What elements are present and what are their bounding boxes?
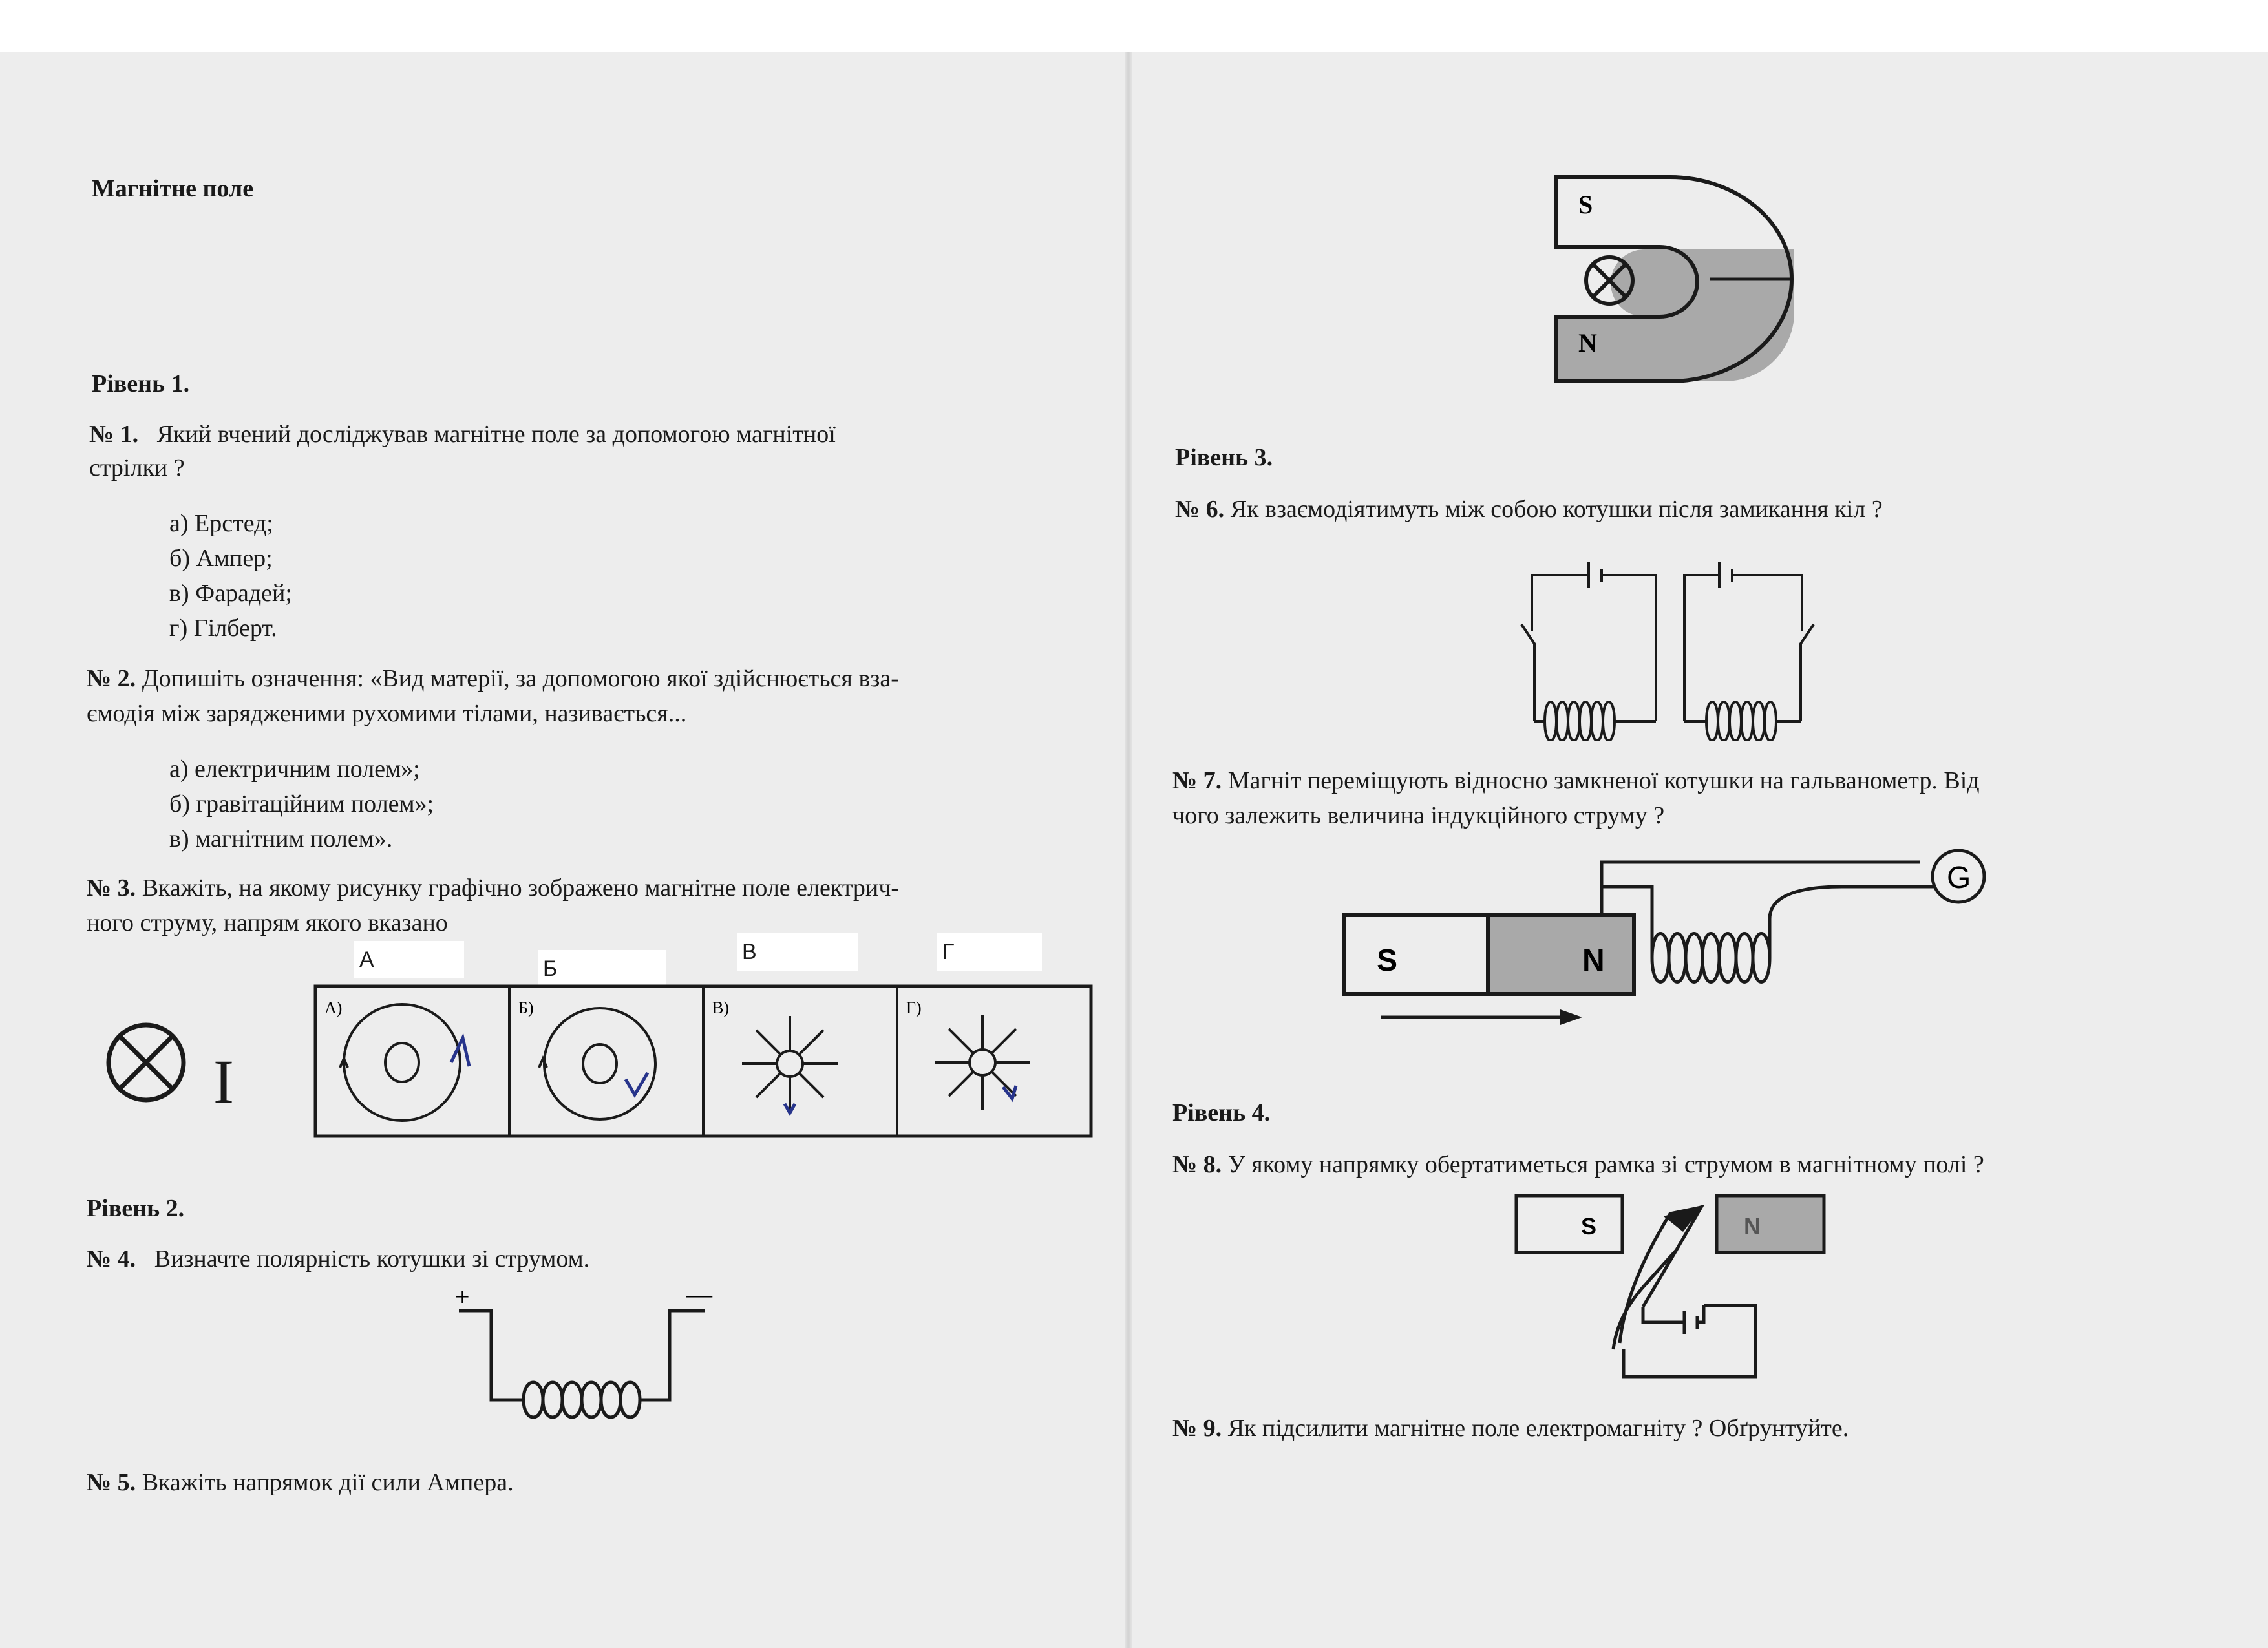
- level-1-heading: Рівень 1.: [92, 370, 190, 397]
- north-pole-label: N: [1578, 328, 1597, 357]
- q2-option-a: а) електричним полем»;: [169, 755, 420, 783]
- question-3-line-2: ного струму, напрям якого вказано: [87, 909, 448, 936]
- level-4-heading: Рівень 4.: [1172, 1099, 1271, 1126]
- paper-sheet: [0, 52, 2268, 1648]
- induction-figure: S N G: [1342, 849, 1986, 1025]
- page-fold: [1125, 52, 1132, 1648]
- answer-label-c: В: [737, 933, 858, 971]
- question-text: Магніт переміщують відносно замкненої ко…: [1227, 767, 1980, 794]
- question-text: Як підсилити магнітне поле електромагніт…: [1227, 1415, 1849, 1442]
- question-5: № 5. Вкажіть напрямок дії сили Ампера.: [87, 1466, 514, 1499]
- magnet-n-label: N: [1582, 944, 1605, 978]
- question-9: № 9. Як підсилити магнітне поле електром…: [1172, 1411, 1849, 1445]
- question-8: № 8. У якому напрямку обертатиметься рам…: [1172, 1148, 1984, 1181]
- magnet-south-block: [1514, 1194, 1624, 1254]
- current-frame-wire: [1611, 1205, 1757, 1379]
- panel-a-circular-field: [339, 1003, 471, 1122]
- magnet-s-label: S: [1377, 944, 1397, 978]
- panel-label-b: Б): [518, 998, 534, 1017]
- galvanometer-icon: [1931, 849, 1986, 904]
- magnet-north-block: [1715, 1194, 1826, 1254]
- left-circuit: [1520, 562, 1657, 741]
- current-into-page-figure: I: [106, 1022, 234, 1116]
- panel-d-radial-field: [935, 1015, 1030, 1110]
- horseshoe-magnet-figure: S N: [1554, 175, 1794, 383]
- cross-circle-icon: [1584, 255, 1635, 306]
- magnet-n-label: N: [1744, 1213, 1761, 1240]
- plus-terminal-label: +: [455, 1282, 470, 1311]
- question-text: Визначте полярність котушки зі струмом.: [154, 1245, 590, 1273]
- question-1: № 1. Який вчений досліджував магнітне по…: [89, 417, 836, 451]
- coil-wire: [459, 1309, 705, 1419]
- galvanometer-label: G: [1947, 861, 1971, 895]
- question-number: № 8.: [1172, 1151, 1222, 1178]
- south-pole-label: S: [1578, 190, 1593, 219]
- rotation-arrow-icon: [1664, 1205, 1704, 1232]
- question-number: № 7.: [1172, 767, 1222, 794]
- magnet-south-block: [1342, 913, 1490, 996]
- answer-label-b: Б: [538, 950, 666, 988]
- answer-label-a: А: [354, 941, 464, 978]
- question-number: № 2.: [87, 665, 136, 692]
- answer-label-d: Г: [937, 933, 1042, 971]
- motion-arrow-icon: [1381, 1009, 1582, 1025]
- question-number: № 1.: [89, 421, 139, 448]
- minus-terminal-label: —: [686, 1280, 713, 1309]
- pen-arrow-icon: [449, 1033, 471, 1067]
- question-1-line-2: стрілки ?: [89, 454, 185, 481]
- coil-polarity-figure: + —: [455, 1280, 713, 1419]
- magnet-north-block: [1486, 913, 1636, 996]
- question-text: Допишіть означення: «Вид матерії, за доп…: [142, 665, 899, 692]
- q2-option-c: в) магнітним полем».: [169, 825, 393, 852]
- question-number: № 9.: [1172, 1415, 1222, 1442]
- question-text: Який вчений досліджував магнітне поле за…: [156, 421, 836, 448]
- question-6: № 6. Як взаємодіятимуть між собою котушк…: [1175, 492, 1883, 526]
- question-text: У якому напрямку обертатиметься рамка зі…: [1227, 1151, 1984, 1178]
- question-3: № 3. Вкажіть, на якому рисунку графічно …: [87, 871, 899, 905]
- q2-option-b: б) гравітаційним полем»;: [169, 790, 434, 818]
- question-text: Вкажіть, на якому рисунку графічно зобра…: [142, 874, 899, 902]
- question-text: Вкажіть напрямок дії сили Ампера.: [142, 1469, 514, 1496]
- right-circuit: [1683, 562, 1815, 741]
- cross-circle-icon: [106, 1022, 186, 1103]
- question-7-line-2: чого залежить величина індукційного стру…: [1172, 802, 1665, 829]
- q1-option-a: а) Ерстед;: [169, 510, 273, 537]
- question-number: № 6.: [1175, 496, 1225, 523]
- panel-label-c: В): [712, 998, 729, 1017]
- question-number: № 4.: [87, 1245, 136, 1273]
- field-panels-figure: А) Б) В) Г): [313, 984, 1093, 1138]
- horseshoe-outline: [1554, 175, 1794, 383]
- level-3-heading: Рівень 3.: [1175, 444, 1273, 471]
- panel-label-a: А): [324, 998, 342, 1017]
- question-text: Як взаємодіятимуть між собою котушки піс…: [1230, 496, 1883, 523]
- q1-option-c: в) Фарадей;: [169, 580, 292, 607]
- question-number: № 3.: [87, 874, 136, 902]
- q1-option-d: г) Гілберт.: [169, 615, 277, 642]
- question-2: № 2. Допишіть означення: «Вид матерії, з…: [87, 662, 899, 695]
- pen-arrow-icon: [624, 1072, 650, 1098]
- level-2-heading: Рівень 2.: [87, 1195, 185, 1222]
- question-7: № 7. Магніт переміщують відносно замкнен…: [1172, 764, 1980, 798]
- panel-c-radial-field: [742, 1016, 838, 1117]
- current-label: I: [213, 1047, 234, 1116]
- panel-label-d: Г): [906, 998, 922, 1017]
- coil-wire: [1600, 860, 1936, 984]
- question-number: № 5.: [87, 1469, 136, 1496]
- magnet-s-label: S: [1581, 1213, 1596, 1240]
- current-frame-figure: S N: [1514, 1194, 1826, 1379]
- q1-option-b: б) Ампер;: [169, 545, 273, 572]
- page-title: Магнітне поле: [92, 175, 254, 202]
- question-2-line-2: ємодія між зарядженими рухомими тілами, …: [87, 700, 687, 727]
- two-coils-circuit-figure: [1520, 562, 1815, 741]
- panel-b-circular-field: [538, 1007, 657, 1121]
- question-4: № 4. Визначте полярність котушки зі стру…: [87, 1242, 589, 1276]
